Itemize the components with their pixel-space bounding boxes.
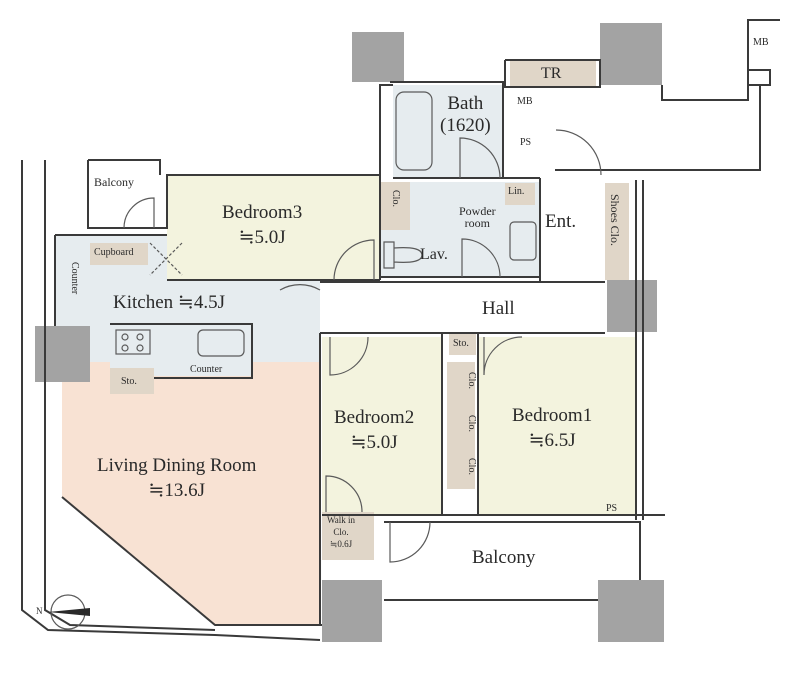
column-e	[607, 280, 657, 332]
cupboard-floor	[90, 243, 148, 265]
door-balcony-nw	[123, 197, 155, 229]
balcony-s-label: Balcony	[472, 547, 536, 568]
lin-label: Lin.	[508, 186, 525, 197]
door-walkin	[325, 475, 363, 513]
tr-floor	[510, 60, 596, 87]
bedroom3-floor	[167, 175, 380, 280]
room-fills	[55, 60, 636, 625]
bedroom1-label: Bedroom1 ≒6.5J	[512, 405, 593, 451]
ent-label: Ent.	[545, 211, 577, 232]
bath-label: Bath (1620)	[440, 93, 491, 136]
wash-basin	[509, 221, 537, 261]
column-ne	[600, 23, 662, 85]
living-label: Living Dining Room ≒13.6J	[97, 455, 257, 501]
ps-bed1-label: PS	[606, 503, 618, 514]
sto-hall-label: Sto.	[453, 338, 469, 349]
sto-living-floor	[110, 368, 154, 394]
lav-label: Lav.	[420, 246, 448, 263]
column-se	[598, 580, 664, 642]
wall-ent-top	[555, 85, 761, 171]
tr-label: TR	[541, 65, 562, 82]
clo-1-label: Clo.	[466, 372, 477, 389]
wall-balcony-s	[384, 521, 641, 580]
lin-floor	[505, 183, 535, 205]
cupboard-cross	[149, 242, 183, 276]
column-nw	[352, 32, 404, 82]
door-balcony-s	[389, 521, 431, 563]
burner-2	[136, 333, 144, 341]
kitchen-label: Kitchen ≒4.5J	[113, 292, 225, 313]
sto-living-label: Sto.	[121, 376, 137, 387]
bedroom3-label: Bedroom3 ≒5.0J	[222, 202, 303, 248]
wall-diag	[61, 496, 322, 626]
clo-bed3-label: Clo.	[390, 190, 401, 207]
compass-north-label: N	[36, 606, 43, 616]
sto-hall-floor	[449, 333, 476, 355]
mb-bath-label: MB	[517, 96, 533, 107]
toilet	[383, 241, 423, 269]
column-sw	[322, 580, 382, 642]
fixtures	[115, 91, 602, 563]
bedroom2-label: Bedroom2 ≒5.0J	[334, 407, 415, 453]
bedroom2-floor	[322, 337, 442, 515]
door-bed2	[329, 336, 369, 376]
door-bed3	[333, 239, 375, 281]
clo-3-label: Clo.	[466, 458, 477, 475]
door-kitchen	[279, 284, 321, 291]
wall-tr	[504, 59, 601, 88]
door-bath	[459, 137, 501, 179]
mb-top-label: MB	[753, 37, 769, 48]
walkin-label: Walk in Clo. ≒0.6J	[327, 515, 356, 549]
living-dining-floor	[62, 362, 320, 625]
compass-icon	[48, 594, 90, 630]
door-bed1	[483, 336, 523, 376]
kitchen-sink	[197, 329, 245, 357]
wall-kitchen-counter	[110, 323, 253, 379]
burner-3	[121, 344, 129, 352]
burner-4	[136, 344, 144, 352]
bedroom1-floor	[478, 337, 636, 515]
counter-left-label: Counter	[69, 262, 80, 295]
shoes-clo-floor	[605, 183, 629, 280]
ps-bath-label: PS	[520, 137, 532, 148]
wall-west-inner	[44, 160, 216, 631]
hall-label: Hall	[482, 298, 515, 319]
clo-bed1-floor	[447, 362, 475, 489]
door-entry	[555, 129, 602, 176]
wall-balcony-nw	[88, 159, 161, 175]
walls	[21, 19, 780, 641]
counter-kitchen-label: Counter	[190, 364, 223, 375]
bathtub	[395, 91, 433, 171]
wall-west	[21, 160, 321, 641]
walkin-floor	[322, 512, 374, 560]
wall-ne-shaft	[661, 19, 780, 101]
wall-north	[87, 84, 393, 229]
door-lav	[461, 238, 501, 278]
bath-floor	[393, 85, 503, 178]
wall-ne-out	[748, 69, 771, 86]
stove	[115, 329, 151, 355]
powder-label: Powder room	[459, 204, 496, 230]
wall-north-bath	[390, 81, 504, 178]
column-w	[35, 326, 90, 382]
burner-1	[121, 333, 129, 341]
balcony-nw-label: Balcony	[94, 175, 134, 189]
clo-2-label: Clo.	[466, 415, 477, 432]
shoes-clo-label: Shoes Clo.	[608, 194, 622, 247]
cupboard-label: Cupboard	[94, 247, 134, 258]
clo-bed3-floor	[380, 182, 410, 230]
